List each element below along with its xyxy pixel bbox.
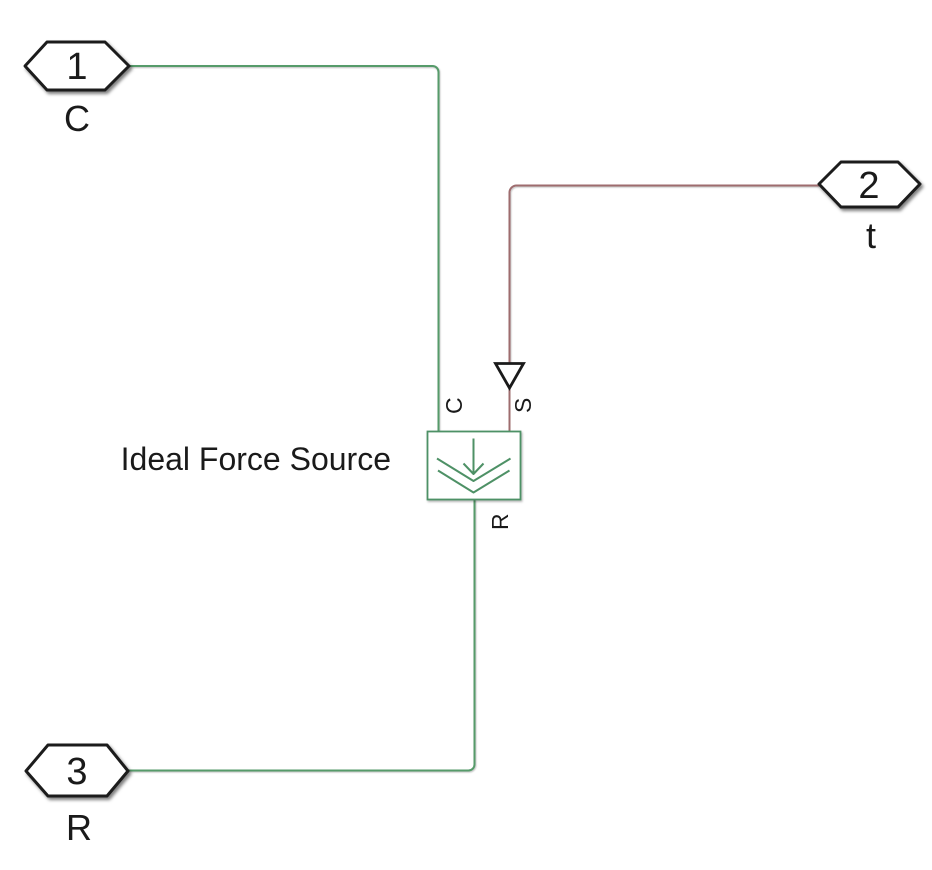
port-1-label[interactable]: C [64,98,90,139]
port-1-number: 1 [66,46,87,88]
port-1-hexagon[interactable] [23,40,131,92]
signal-direction-arrow-icon [493,362,526,391]
block-port-label-r: R [487,513,513,530]
port-block-1[interactable]: 1 [23,40,131,92]
port-2-hexagon[interactable] [817,160,922,209]
block-name-label[interactable]: Ideal Force Source [121,441,391,477]
ideal-force-source-block[interactable]: C S R [426,397,537,530]
force-chevron-lower-icon [437,469,511,494]
block-port-label-s: S [510,398,536,413]
port-3-number: 3 [66,751,87,793]
port-block-2[interactable]: 2 [817,160,922,209]
port-3-hexagon[interactable] [24,743,130,798]
block-port-label-c: C [441,397,467,414]
port-3-label[interactable]: R [66,807,92,848]
signal-line-port2-to-block-s[interactable] [508,184,820,364]
port-2-label[interactable]: t [866,215,876,256]
connection-line-port1-to-block-c[interactable] [129,65,440,432]
force-arrow-icon [462,438,485,475]
port-block-3[interactable]: 3 [24,743,130,798]
force-chevron-upper-icon [436,457,512,482]
port-2-number: 2 [858,165,879,207]
connection-line-port3-to-block-r[interactable] [128,499,476,772]
